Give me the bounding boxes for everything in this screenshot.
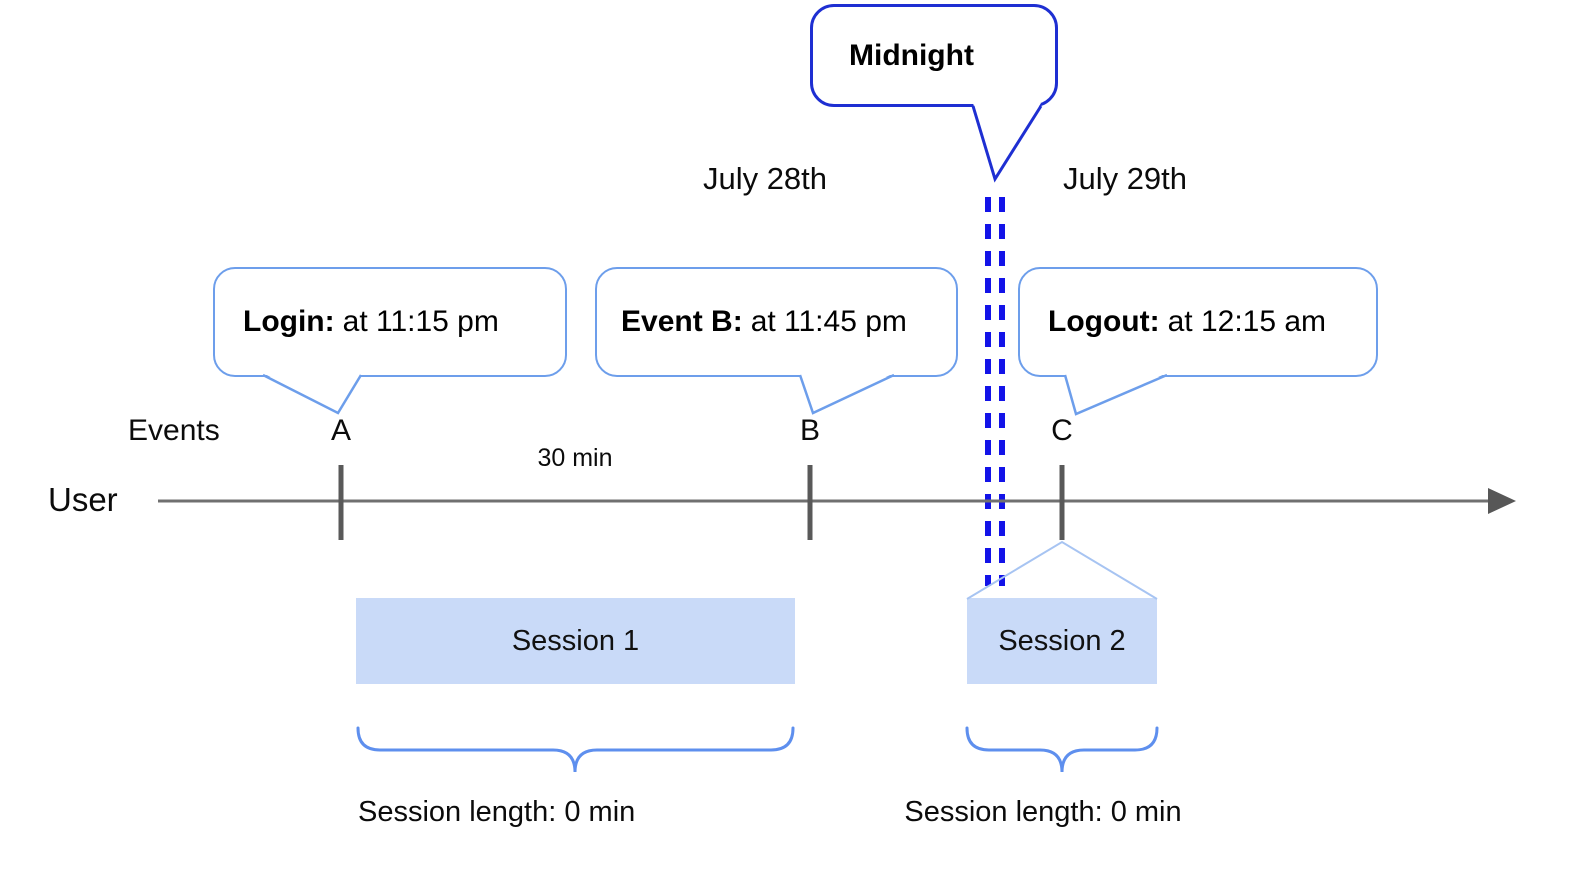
login-callout-title: Login: bbox=[243, 305, 335, 338]
date-label-july-28: July 28th bbox=[702, 161, 828, 196]
login-callout: Login: at 11:15 pm bbox=[213, 267, 567, 377]
midnight-callout: Midnight bbox=[810, 4, 1058, 107]
events-axis-label: Events bbox=[128, 414, 220, 447]
user-axis-label: User bbox=[48, 481, 118, 518]
event-b-callout-title: Event B: bbox=[621, 305, 743, 338]
date-label-july-29: July 29th bbox=[1062, 161, 1188, 196]
session-2-brace bbox=[965, 726, 1159, 773]
timeline-arrowhead-icon bbox=[1488, 488, 1516, 514]
session-1-box: Session 1 bbox=[356, 598, 795, 684]
interval-30min-label: 30 min bbox=[537, 444, 613, 472]
login-callout-tail bbox=[262, 373, 363, 415]
midnight-callout-label: Midnight bbox=[849, 38, 974, 72]
session-2-label: Session 2 bbox=[998, 624, 1126, 657]
session-1-length-label: Session length: 0 min bbox=[358, 796, 636, 828]
session-2-box: Session 2 bbox=[967, 598, 1157, 684]
login-callout-time: at 11:15 pm bbox=[342, 305, 499, 338]
session-1-label: Session 1 bbox=[511, 624, 640, 657]
event-b-callout-tail bbox=[798, 373, 895, 415]
logout-callout-title: Logout: bbox=[1048, 305, 1160, 338]
tick-label-a: A bbox=[330, 414, 351, 447]
logout-callout: Logout: at 12:15 am bbox=[1018, 267, 1378, 377]
tick-label-b: B bbox=[799, 414, 820, 447]
session-1-brace bbox=[356, 726, 795, 773]
logout-callout-time: at 12:15 am bbox=[1167, 305, 1327, 338]
tick-label-c: C bbox=[1051, 414, 1073, 447]
session-2-connector bbox=[966, 540, 1158, 600]
event-b-callout-time: at 11:45 pm bbox=[750, 305, 907, 338]
event-b-callout: Event B: at 11:45 pm bbox=[595, 267, 958, 377]
session-2-length-label: Session length: 0 min bbox=[904, 796, 1182, 828]
logout-callout-tail bbox=[1063, 373, 1168, 416]
